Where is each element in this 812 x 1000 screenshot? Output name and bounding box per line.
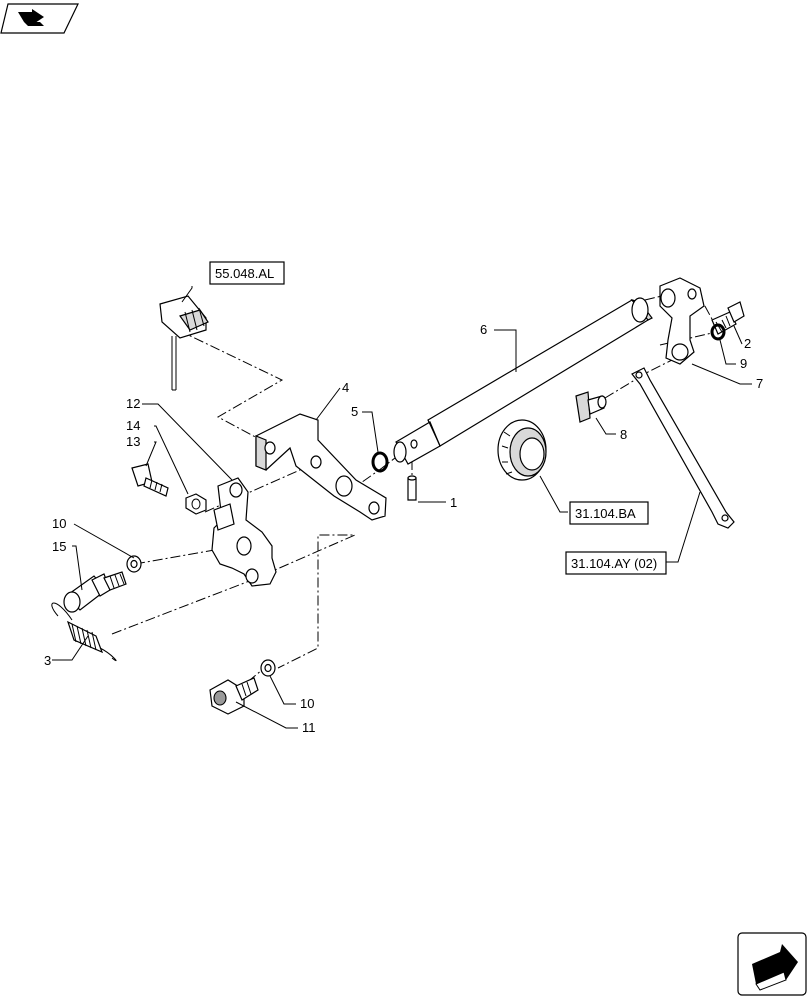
circlip-part	[371, 451, 389, 473]
reference-box-31104ba[interactable]: 31.104.BA	[569, 501, 649, 525]
callout-9: 9	[740, 356, 747, 371]
callout-labels: 1 2 3 4 5 6 7 8 9 10 10 11 12 13 14 15	[44, 322, 763, 735]
socket-screw-part	[209, 677, 259, 715]
screw-part	[131, 463, 169, 497]
next-page-arrow-icon[interactable]	[737, 932, 807, 996]
callout-3: 3	[44, 653, 51, 668]
callout-10b: 10	[300, 696, 314, 711]
callout-8: 8	[620, 427, 627, 442]
callout-14: 14	[126, 418, 140, 433]
callout-1: 1	[450, 495, 457, 510]
stud-part	[63, 571, 127, 613]
washer-10-a	[126, 555, 142, 573]
callout-11: 11	[302, 720, 316, 735]
lever-part	[659, 277, 705, 365]
reference-label: 31.104.BA	[575, 506, 636, 521]
callout-12: 12	[126, 396, 140, 411]
callout-6: 6	[480, 322, 487, 337]
nut-part	[185, 493, 207, 515]
reference-box-31104ay[interactable]: 31.104.AY (02)	[565, 551, 667, 575]
washer-10-b	[260, 659, 276, 677]
reference-label: 55.048.AL	[215, 266, 274, 281]
shaft-part	[393, 297, 653, 465]
callout-15: 15	[52, 539, 66, 554]
bracket-part	[255, 413, 387, 521]
callout-10a: 10	[52, 516, 66, 531]
link-rod-part	[631, 367, 735, 529]
callout-2: 2	[744, 336, 751, 351]
reference-box-55048al[interactable]: 55.048.AL	[209, 261, 285, 285]
reference-label: 31.104.AY (02)	[571, 556, 657, 571]
leader-lines	[52, 286, 752, 729]
book-arrow-icon[interactable]	[0, 3, 79, 34]
callout-5: 5	[351, 404, 358, 419]
callout-13: 13	[126, 434, 140, 449]
bolt-part	[711, 301, 745, 335]
gear-part	[497, 419, 547, 481]
callout-4: 4	[342, 380, 349, 395]
spring-part	[51, 602, 117, 662]
pin-part	[575, 391, 607, 423]
callout-7: 7	[756, 376, 763, 391]
actuator-part	[211, 477, 277, 587]
sensor-part	[159, 295, 209, 391]
roll-pin-part	[407, 475, 417, 501]
washer-part	[710, 323, 726, 341]
